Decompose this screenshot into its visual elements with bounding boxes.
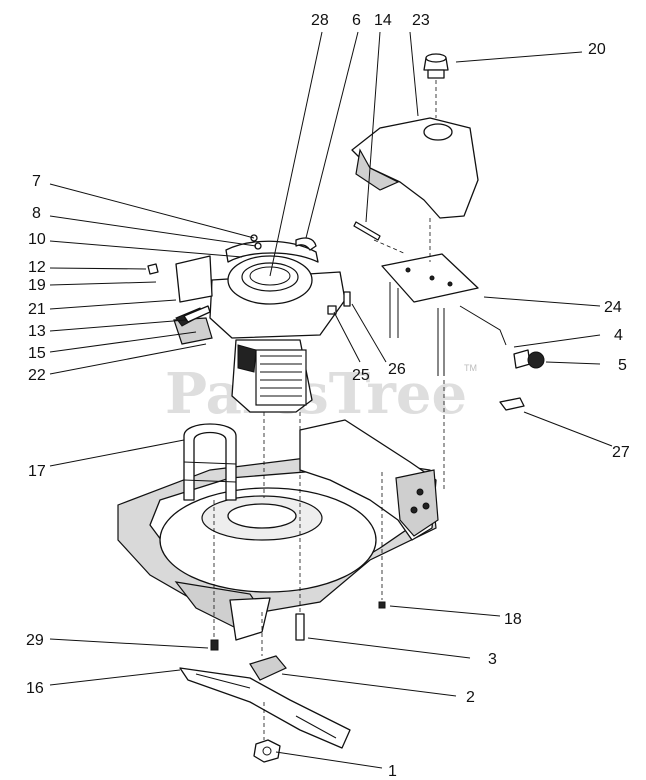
callout-13: 13	[28, 323, 46, 340]
callout-1: 1	[388, 763, 397, 780]
callout-10: 10	[28, 231, 46, 248]
callout-2: 2	[466, 689, 475, 706]
callout-17: 17	[28, 463, 46, 480]
engine	[173, 240, 346, 413]
callout-23: 23	[412, 12, 430, 29]
control-bracket	[381, 253, 507, 376]
callout-8: 8	[32, 205, 41, 222]
assembly-lines	[213, 80, 445, 740]
callout-14: 14	[374, 12, 392, 29]
callout-labels: 28 6 14 23 20 7 8 10 12 19 21 13 15 22 2…	[26, 12, 630, 780]
leader-lines	[49, 31, 613, 769]
callout-22: 22	[28, 367, 46, 384]
callout-5: 5	[618, 357, 627, 374]
mower-deck	[117, 419, 439, 641]
callout-20: 20	[588, 41, 606, 58]
callout-26: 26	[388, 361, 406, 378]
blade	[179, 655, 351, 749]
hardware	[147, 221, 545, 763]
callout-18: 18	[504, 611, 522, 628]
callout-25: 25	[352, 367, 370, 384]
callout-3: 3	[488, 651, 497, 668]
callout-19: 19	[28, 277, 46, 294]
callout-12: 12	[28, 259, 46, 276]
callout-29: 29	[26, 632, 44, 649]
callout-15: 15	[28, 345, 46, 362]
callout-16: 16	[26, 680, 44, 697]
callout-28: 28	[311, 12, 329, 29]
handle-bracket	[183, 423, 237, 501]
callout-4: 4	[614, 327, 623, 344]
callout-6: 6	[352, 12, 361, 29]
watermark-text: PartsTree	[165, 361, 467, 427]
callout-24: 24	[604, 299, 622, 316]
callout-21: 21	[28, 301, 46, 318]
callout-7: 7	[32, 173, 41, 190]
fuel-cap	[423, 53, 449, 79]
watermark-tm: TM	[464, 363, 477, 373]
fuel-tank	[351, 117, 479, 219]
callout-27: 27	[612, 444, 630, 461]
